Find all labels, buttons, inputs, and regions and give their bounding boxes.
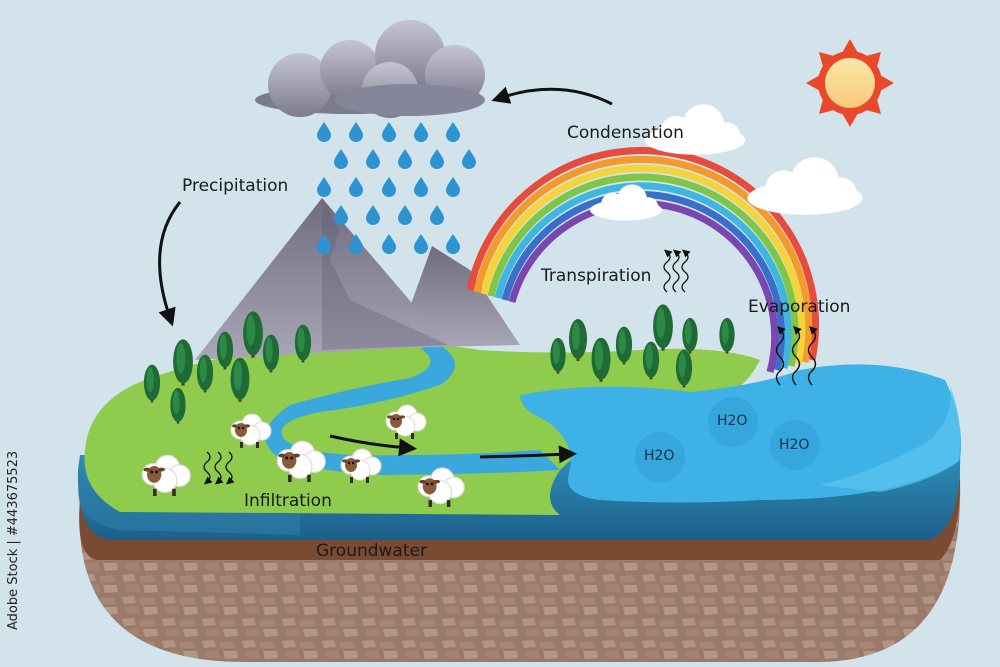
wavy-arrow-icon xyxy=(775,326,818,386)
h2o-label: H2O xyxy=(779,437,810,453)
wavy-arrow-icon xyxy=(663,249,691,293)
label-transpiration: Transpiration xyxy=(541,266,652,286)
label-groundwater: Groundwater xyxy=(316,541,427,561)
sun-icon xyxy=(806,39,894,127)
h2o-label: H2O xyxy=(644,448,675,464)
rainbow-icon xyxy=(466,146,820,373)
label-precipitation: Precipitation xyxy=(182,176,289,196)
wavy-arrow-icon xyxy=(203,451,235,485)
cloud-icon xyxy=(747,157,863,215)
label-condensation: Condensation xyxy=(567,123,684,143)
h2o-label: H2O xyxy=(717,413,748,429)
h2o-bubbles xyxy=(635,397,820,482)
label-evaporation: Evaporation xyxy=(748,297,851,317)
label-infiltration: Infiltration xyxy=(244,491,332,511)
stock-watermark: Adobe Stock | #443675523 xyxy=(6,450,21,630)
flow-arrows xyxy=(158,86,613,464)
rain-cloud-icon xyxy=(255,20,485,118)
